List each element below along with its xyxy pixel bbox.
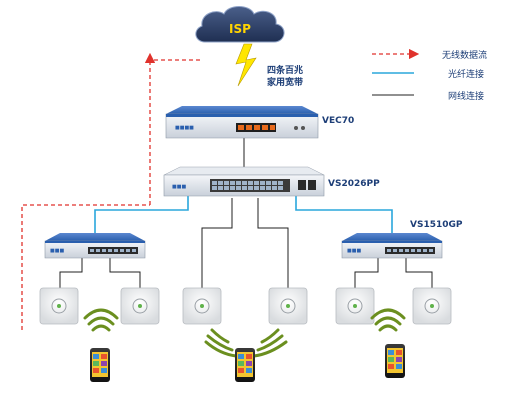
gateway-label: VEC70 bbox=[322, 116, 354, 126]
core-switch-device: ■■■ bbox=[163, 166, 325, 197]
smartphone-icon bbox=[385, 344, 405, 378]
access-point bbox=[39, 287, 79, 325]
access-switch-right-label: VS1510GP bbox=[410, 220, 463, 230]
lightning-icon bbox=[235, 43, 257, 87]
svg-text:■■■: ■■■ bbox=[172, 184, 186, 190]
bandwidth-label-line1: 四条百兆 bbox=[267, 64, 303, 76]
svg-text:■■■: ■■■ bbox=[50, 248, 64, 254]
wireless-data-flow-path bbox=[21, 52, 200, 330]
wifi-signal-icon bbox=[252, 328, 288, 358]
legend-fiber-label: 光纤连接 bbox=[448, 68, 484, 80]
access-point bbox=[120, 287, 160, 325]
wifi-signal-icon bbox=[83, 308, 119, 332]
legend-ethernet-label: 网线连接 bbox=[448, 90, 484, 102]
access-switch-left: ■■■ bbox=[44, 233, 146, 259]
gateway-device: ■■■■ bbox=[165, 106, 319, 139]
core-switch-label: VS2026PP bbox=[328, 179, 380, 189]
wifi-signal-icon bbox=[370, 308, 406, 332]
legend-wireless-label: 无线数据流 bbox=[442, 49, 487, 61]
legend: 无线数据流 光纤连接 网线连接 bbox=[372, 48, 487, 102]
core-switch-ports bbox=[210, 179, 290, 192]
access-point bbox=[412, 287, 452, 325]
smartphone-icon bbox=[90, 348, 110, 382]
isp-label: ISP bbox=[229, 22, 251, 36]
ethernet-links-left bbox=[59, 258, 141, 288]
access-switch-right: ■■■ bbox=[341, 233, 443, 259]
svg-text:■■■■: ■■■■ bbox=[175, 125, 194, 131]
access-point bbox=[182, 287, 222, 325]
access-point bbox=[335, 287, 375, 325]
smartphone-icon bbox=[235, 348, 255, 382]
access-point bbox=[268, 287, 308, 325]
ethernet-links-right bbox=[354, 258, 433, 288]
bandwidth-label-line2: 家用宽带 bbox=[267, 76, 303, 88]
svg-text:■■■: ■■■ bbox=[347, 248, 361, 254]
wifi-signal-icon bbox=[204, 328, 238, 358]
fiber-links bbox=[94, 196, 393, 233]
isp-cloud: ISP bbox=[195, 6, 285, 43]
ethernet-links-core bbox=[201, 198, 289, 288]
